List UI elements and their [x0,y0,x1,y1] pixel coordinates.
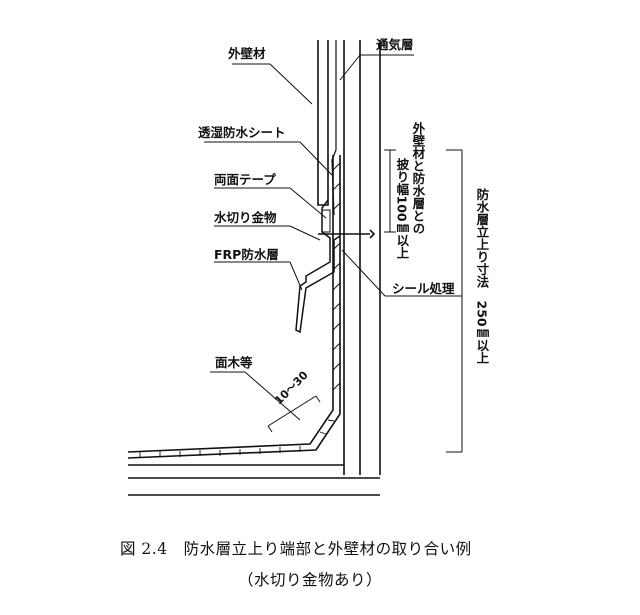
flashing-metal [295,199,341,334]
outer-wall-panel [317,40,329,206]
caption-title: 図 2.4 防水層立上り端部と外壁材の取り合い例 [120,540,472,558]
label-vent-layer: 通気層 [376,37,414,52]
overlap-dim [384,149,396,233]
frp-layer-outer [127,155,334,453]
label-outer-wall: 外壁材 [228,46,266,61]
leader-vent [339,54,361,81]
upturn-dim [446,149,463,453]
overlap-label-2: 披り幅100㎜以上 [394,158,410,260]
leader-moisture [299,141,333,176]
double-tape [321,209,331,233]
label-frp-layer: FRP防水層 [214,247,279,262]
label-moisture-sheet: 透湿防水シート [198,125,286,140]
leader-seal [341,249,386,297]
label-chamfer: 面木等 [215,355,253,370]
leader-frp [289,261,303,291]
leader-outer-wall [269,63,313,105]
upturn-label: 防水層立上り寸法 250㎜以上 [474,188,490,365]
overlap-label-1: 外壁材と防水層との [410,122,426,235]
chamfer-dim [267,395,321,433]
caption-subtitle: （水切り金物あり） [238,571,383,589]
label-seal: シール処理 [392,281,455,296]
label-flashing: 水切り金物 [214,210,277,225]
leader-tape [289,187,327,219]
leader-flashing [289,225,321,241]
frp-layer-inner [127,155,341,459]
label-double-tape: 両面テープ [214,172,276,187]
